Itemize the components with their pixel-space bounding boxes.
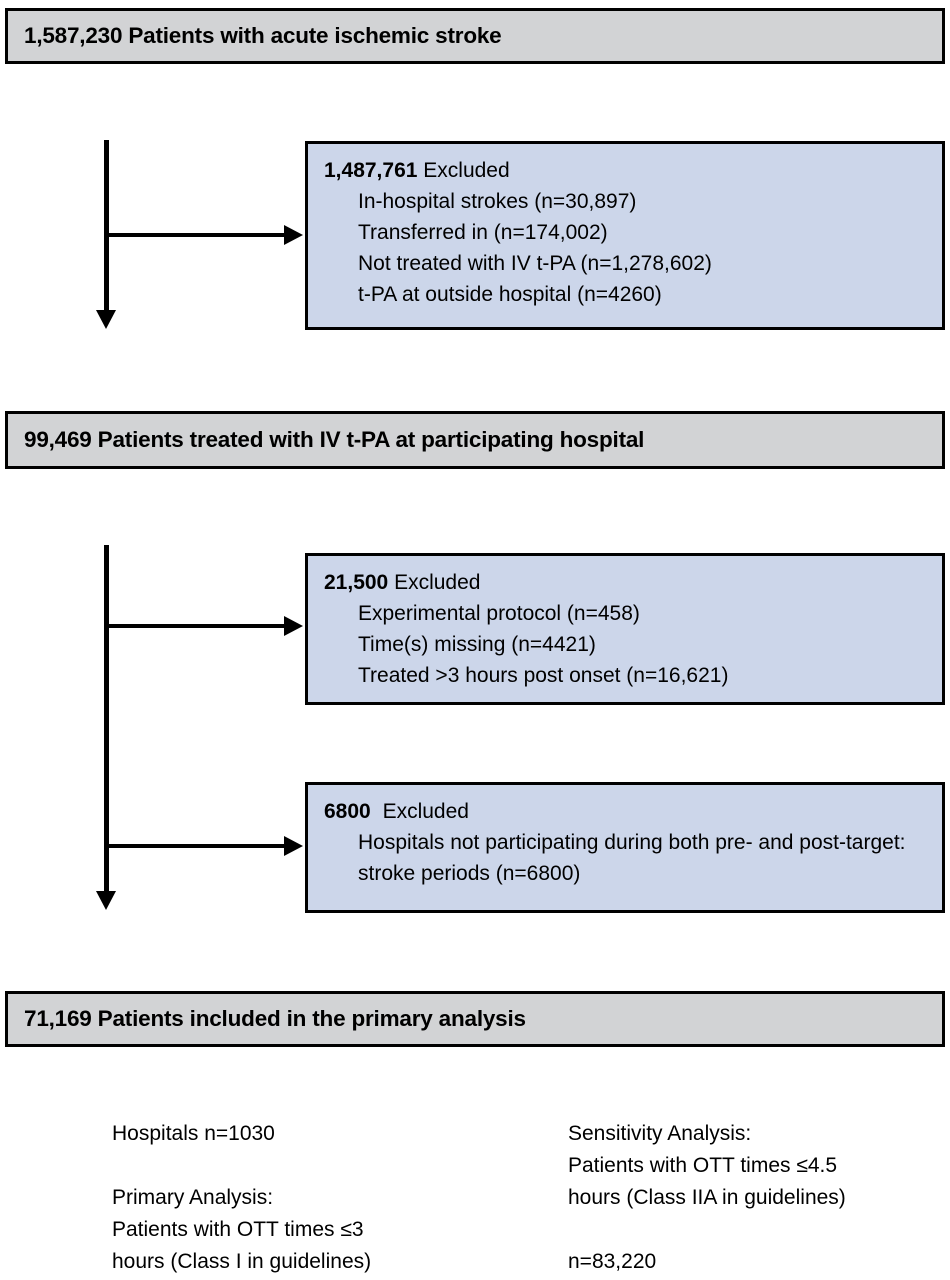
exclusion-3-reason-list: Hospitals not participating during both … <box>324 827 942 889</box>
note-sensitivity-analysis-detail: Patients with OTT times ≤4.5 hours (Clas… <box>568 1154 846 1209</box>
stage-treated-text: 99,469 Patients treated with IV t-PA at … <box>24 427 645 452</box>
stage-total-text: 1,587,230 Patients with acute ischemic s… <box>24 23 502 48</box>
exclusion-1-count: 1,487,761 <box>324 159 418 182</box>
stage-included-text: 71,169 Patients included in the primary … <box>24 1006 526 1031</box>
note-spacer <box>112 1150 532 1182</box>
notes-left-column: Hospitals n=1030 Primary Analysis: Patie… <box>112 1118 532 1278</box>
exclusion-box-2: 21,500 Excluded Experimental protocol (n… <box>305 553 945 705</box>
exclusion-1-heading: 1,487,761 Excluded <box>324 155 942 186</box>
note-hospitals: Hospitals n=1030 <box>112 1122 275 1145</box>
exclusion-3-count: 6800 <box>324 800 371 823</box>
note-primary-analysis-detail: Patients with OTT times ≤3 hours (Class … <box>112 1218 372 1273</box>
exclusion-1-reason: Not treated with IV t-PA (n=1,278,602) <box>358 252 712 275</box>
exclusion-2-reason: Experimental protocol (n=458) <box>358 602 640 625</box>
exclusion-2-reason: Treated >3 hours post onset (n=16,621) <box>358 664 729 687</box>
notes-right-column: Sensitivity Analysis: Patients with OTT … <box>568 1118 950 1278</box>
connector-horizontal-3 <box>104 844 284 848</box>
connector-horizontal-2 <box>104 624 284 628</box>
exclusion-2-heading: 21,500 Excluded <box>324 567 942 598</box>
exclusion-3-reason: Hospitals not participating during both … <box>358 831 906 885</box>
connector-arrow-right-1 <box>284 225 303 245</box>
connector-arrow-right-3 <box>284 836 303 856</box>
connector-vertical-1 <box>104 140 109 312</box>
note-sensitivity-count: n=83,220 <box>568 1250 657 1273</box>
note-sensitivity-analysis-title: Sensitivity Analysis: <box>568 1122 752 1145</box>
connector-arrow-down-2 <box>96 891 116 910</box>
stage-bar-total: 1,587,230 Patients with acute ischemic s… <box>5 8 945 64</box>
exclusion-1-word: Excluded <box>423 159 510 182</box>
note-spacer <box>568 1214 950 1246</box>
exclusion-1-reason-list: In-hospital strokes (n=30,897) Transferr… <box>324 186 942 310</box>
exclusion-2-count: 21,500 <box>324 571 389 594</box>
exclusion-1-reason: t-PA at outside hospital (n=4260) <box>358 283 662 306</box>
exclusion-2-reason-list: Experimental protocol (n=458) Time(s) mi… <box>324 598 942 691</box>
connector-horizontal-1 <box>104 233 284 237</box>
exclusion-box-1: 1,487,761 Excluded In-hospital strokes (… <box>305 141 945 330</box>
exclusion-2-word: Excluded <box>394 571 481 594</box>
stage-bar-treated: 99,469 Patients treated with IV t-PA at … <box>5 411 945 469</box>
note-primary-analysis-title: Primary Analysis: <box>112 1186 274 1209</box>
exclusion-3-word: Excluded <box>382 800 469 823</box>
connector-arrow-right-2 <box>284 616 303 636</box>
exclusion-1-reason: Transferred in (n=174,002) <box>358 221 608 244</box>
exclusion-2-reason: Time(s) missing (n=4421) <box>358 633 596 656</box>
exclusion-3-heading: 6800 Excluded <box>324 796 942 827</box>
connector-vertical-2 <box>104 545 109 893</box>
exclusion-1-reason: In-hospital strokes (n=30,897) <box>358 190 637 213</box>
stage-bar-included: 71,169 Patients included in the primary … <box>5 991 945 1047</box>
connector-arrow-down-1 <box>96 310 116 329</box>
exclusion-box-3: 6800 Excluded Hospitals not participatin… <box>305 782 945 913</box>
